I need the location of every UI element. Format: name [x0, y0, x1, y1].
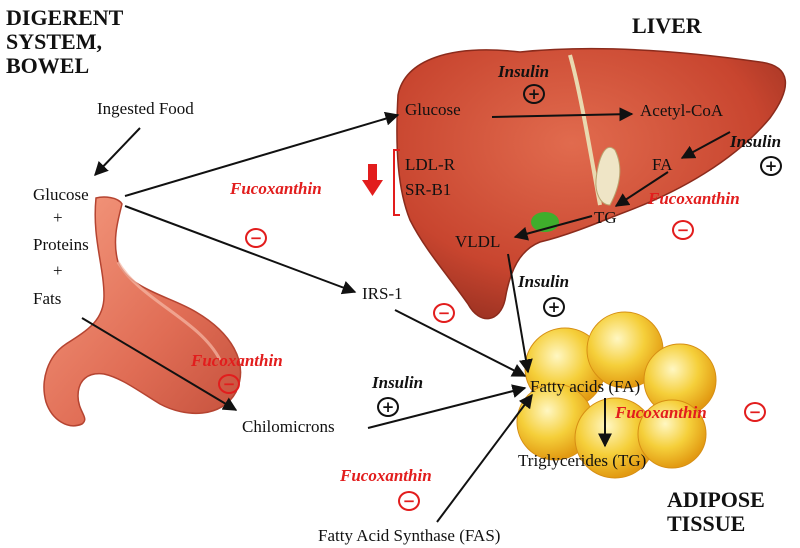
liver-illustration: [396, 48, 786, 320]
title-line: SYSTEM,: [6, 29, 102, 55]
glucose-label: Glucose: [33, 185, 89, 204]
decrease-arrow-icon: [362, 164, 383, 196]
inhibit-minus-icon: −: [672, 220, 694, 240]
acetyl-coa-label: Acetyl-CoA: [640, 101, 724, 120]
insulin-label: Insulin: [518, 272, 570, 291]
digestive-system-title: DIGERENT SYSTEM, BOWEL: [6, 5, 124, 79]
title-line: DIGERENT: [6, 5, 124, 30]
tg-label: TG: [594, 208, 617, 227]
liver-shape: [396, 48, 786, 320]
arrow-food-to-glucose: [94, 127, 141, 177]
fucoxanthin-label: Fucoxanthin: [615, 403, 707, 422]
irs-1-label: IRS-1: [362, 284, 403, 303]
stimulate-plus-icon: +: [543, 297, 565, 317]
title-line: ADIPOSE: [667, 487, 765, 512]
inhibit-minus-icon: −: [433, 303, 455, 323]
fatty-acids-label: Fatty acids (FA): [530, 377, 641, 396]
stimulate-plus-icon: +: [760, 156, 782, 176]
fat-cell: [637, 399, 707, 469]
stimulate-plus-icon: +: [377, 397, 399, 417]
insulin-label: Insulin: [730, 132, 782, 151]
ingested-food-label: Ingested Food: [97, 99, 194, 118]
arrow-tg-to-vldl: [513, 215, 593, 241]
stomach-highlight: [116, 261, 222, 361]
liver-glucose-label: Glucose: [405, 100, 461, 119]
liver-duct: [595, 147, 621, 206]
arrow-irs1-to-fattyacids: [394, 309, 527, 377]
triglycerides-label: Triglycerides (TG): [518, 451, 647, 470]
title-line: TISSUE: [667, 511, 746, 537]
ldl-r-label: LDL-R: [405, 155, 456, 174]
fats-label: Fats: [33, 289, 62, 308]
inhibit-minus-icon: −: [398, 491, 420, 511]
insulin-label: Insulin: [498, 62, 550, 81]
receptor-bracket: [393, 149, 400, 216]
arrow-acetylcoa-to-fa: [680, 131, 731, 159]
arrow-fats-to-chilomicrons: [81, 317, 238, 411]
arrow-fas-to-fattyacids: [436, 393, 533, 523]
arrow-glucose-to-liver: [124, 111, 400, 197]
inhibit-minus-icon: −: [245, 228, 267, 248]
arrow-vldl-to-fattyacids: [507, 253, 533, 374]
pathway-arrows: [81, 107, 731, 523]
liver-title: LIVER: [632, 13, 702, 38]
stomach-shape: [43, 196, 242, 427]
fas-label: Fatty Acid Synthase (FAS): [318, 526, 501, 545]
fa-label: FA: [652, 155, 673, 174]
arrow-glucose-to-acetylcoa: [491, 107, 634, 122]
arrow-fa-to-tg: [614, 171, 669, 207]
arrow-chilomicrons-to-fattyacids: [367, 384, 527, 429]
sr-b1-label: SR-B1: [405, 180, 452, 199]
fucoxanthin-label: Fucoxanthin: [648, 189, 740, 208]
arrow-glucose-to-irs1: [124, 205, 357, 295]
plus-text: +: [53, 261, 63, 280]
proteins-label: Proteins: [33, 235, 89, 254]
adipose-tissue-title: ADIPOSE TISSUE: [667, 487, 765, 537]
inhibit-minus-icon: −: [744, 402, 766, 422]
stomach-illustration: [43, 196, 242, 427]
fucoxanthin-label: Fucoxanthin: [340, 466, 432, 485]
title-line: BOWEL: [6, 53, 90, 79]
insulin-label: Insulin: [372, 373, 424, 392]
inhibit-minus-icon: −: [218, 374, 240, 394]
stimulate-plus-icon: +: [523, 84, 545, 104]
plus-text: +: [53, 208, 63, 227]
fucoxanthin-label: Fucoxanthin: [230, 179, 322, 198]
vldl-label: VLDL: [455, 232, 501, 251]
chilomicrons-label: Chilomicrons: [242, 417, 335, 436]
fucoxanthin-label: Fucoxanthin: [191, 351, 283, 370]
